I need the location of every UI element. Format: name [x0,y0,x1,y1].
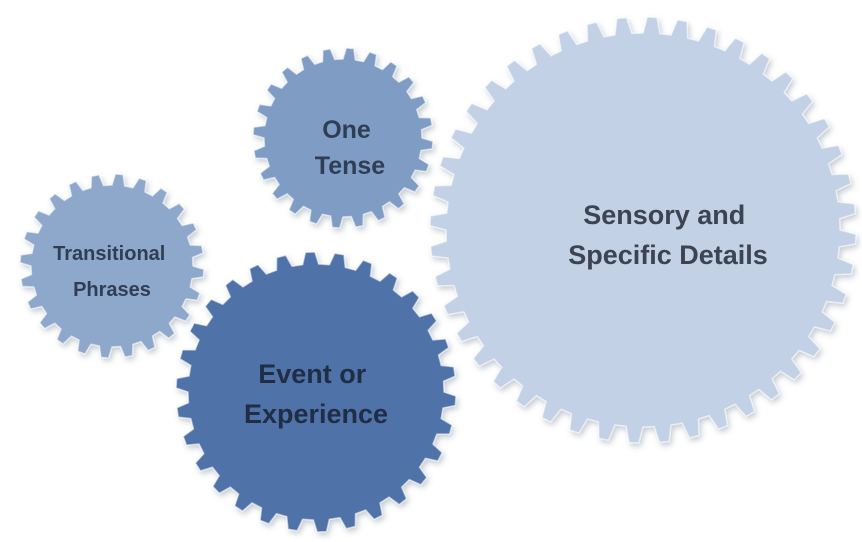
gear-transitional-phrases-shape [19,173,205,359]
gear-one-tense-line-1: One [322,116,371,144]
gear-event-experience-line-1: Event or [258,359,367,389]
gear-sensory-details-label: Sensory and Specific Details [568,200,768,270]
gear-transitional-phrases-label: Transitional Phrases [53,243,171,301]
gear-sensory-details-line-2: Specific Details [568,240,768,270]
gear-transitional-phrases-line-2: Phrases [73,279,151,301]
gear-transitional-phrases: Transitional Phrases [19,173,205,359]
gear-event-experience-line-2: Experience [244,399,388,429]
gear-event-experience-shape [175,251,457,533]
gear-event-experience: Event or Experience [175,251,457,533]
gear-one-tense-label: One Tense [315,116,385,180]
gear-sensory-details-shape [429,16,857,444]
gear-transitional-phrases-line-1: Transitional [53,243,165,265]
gear-one-tense-line-2: Tense [315,152,385,180]
gear-one-tense-shape [252,47,434,229]
gear-sensory-details-line-1: Sensory and [583,200,745,230]
gear-event-experience-label: Event or Experience [244,359,388,429]
gear-one-tense: One Tense [252,47,434,229]
gear-sensory-details: Sensory and Specific Details [429,16,857,444]
